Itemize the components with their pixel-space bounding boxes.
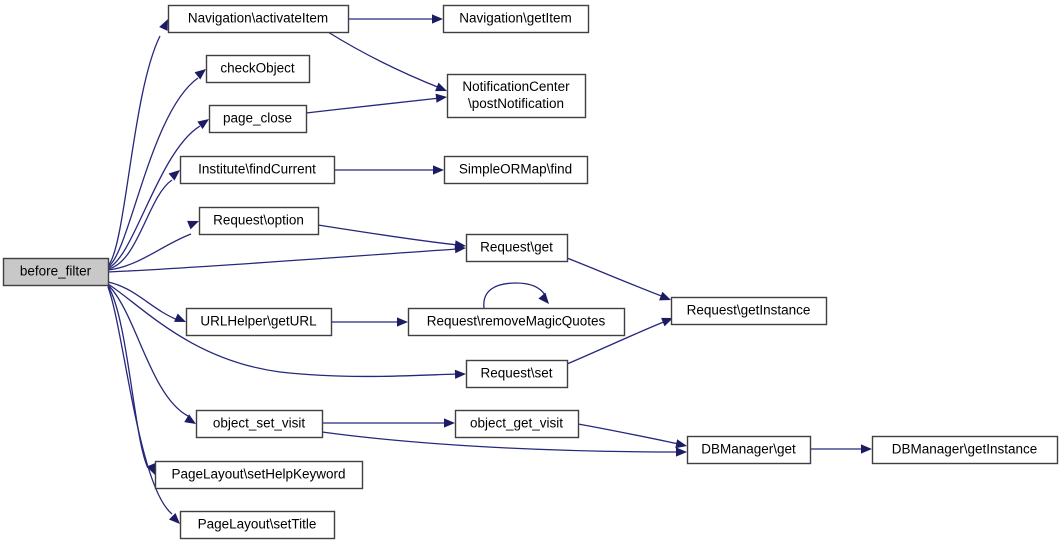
node-simpleormap_find[interactable]: SimpleORMap\find <box>443 155 589 185</box>
edge-object_set_visit-to-object_get_visit <box>322 418 455 428</box>
node-nav_activate[interactable]: Navigation\activateItem <box>167 4 350 34</box>
node-page_close[interactable]: page_close <box>208 104 308 134</box>
edge-nav_activate-to-nav_getitem <box>348 14 443 24</box>
node-notification_center[interactable]: NotificationCenter\postNotification <box>446 73 587 119</box>
node-box[interactable] <box>446 73 587 119</box>
node-before_filter[interactable]: before_filter <box>2 257 110 287</box>
node-dbmanager_getinstance[interactable]: DBManager\getInstance <box>871 435 1059 465</box>
nodes-layer: before_filter Navigation\activateItem Navi… <box>2 4 1059 540</box>
node-box[interactable] <box>2 257 110 287</box>
node-box[interactable] <box>167 4 350 34</box>
edge-before_filter-to-pagelayout_sethelpkeyword <box>107 285 156 475</box>
node-check_object[interactable]: checkObject <box>205 54 311 84</box>
node-box[interactable] <box>454 409 580 439</box>
node-box[interactable] <box>465 233 569 263</box>
node-nav_getitem[interactable]: Navigation\getItem <box>442 4 590 34</box>
edge-before_filter-to-request_option <box>107 220 199 271</box>
edge-urlhelper_geturl-to-request_removemagicquotes <box>331 317 408 327</box>
node-institute_findcurrent[interactable]: Institute\findCurrent <box>179 155 336 185</box>
edge-dbmanager_get-to-dbmanager_getinstance <box>810 444 872 454</box>
edge-before_filter-to-institute_findcurrent <box>107 170 180 270</box>
node-box[interactable] <box>442 4 590 34</box>
node-urlhelper_geturl[interactable]: URLHelper\getURL <box>185 307 333 337</box>
node-box[interactable] <box>195 409 324 439</box>
node-box[interactable] <box>686 435 812 465</box>
node-box[interactable] <box>208 104 308 134</box>
node-pagelayout_settitle[interactable]: PageLayout\setTitle <box>179 510 336 540</box>
node-box[interactable] <box>185 307 333 337</box>
edge-request_get-to-request_getinstance <box>566 257 671 301</box>
node-dbmanager_get[interactable]: DBManager\get <box>686 435 812 465</box>
node-pagelayout_sethelpkeyword[interactable]: PageLayout\setHelpKeyword <box>154 460 364 490</box>
node-box[interactable] <box>871 435 1059 465</box>
edge-before_filter-to-request_set <box>107 283 466 379</box>
node-request_removemagicquotes[interactable]: Request\removeMagicQuotes <box>407 307 626 337</box>
node-box[interactable] <box>179 510 336 540</box>
edge-page_close-to-notification_center <box>305 93 447 114</box>
edge-request_option-to-request_get <box>317 224 466 250</box>
edge-before_filter-to-urlhelper_geturl <box>107 281 186 322</box>
edge-institute_findcurrent-to-simpleormap_find <box>334 165 444 175</box>
node-request_option[interactable]: Request\option <box>198 206 320 236</box>
edge-object_set_visit-to-dbmanager_get <box>321 431 687 457</box>
edge-request_removemagicquotes-to-request_removemagicquotes <box>483 282 549 309</box>
node-box[interactable] <box>670 296 828 326</box>
node-request_set[interactable]: Request\set <box>465 359 569 389</box>
node-box[interactable] <box>407 307 626 337</box>
edge-before_filter-to-check_object <box>107 69 206 268</box>
node-request_getinstance[interactable]: Request\getInstance <box>670 296 828 326</box>
node-box[interactable] <box>198 206 320 236</box>
node-box[interactable] <box>205 54 311 84</box>
edge-before_filter-to-object_set_visit <box>107 284 196 424</box>
node-request_get[interactable]: Request\get <box>465 233 569 263</box>
edge-nav_activate-to-notification_center <box>327 31 447 92</box>
node-object_get_visit[interactable]: object_get_visit <box>454 409 580 439</box>
node-box[interactable] <box>465 359 569 389</box>
node-box[interactable] <box>179 155 336 185</box>
edge-before_filter-to-nav_activate <box>107 19 168 267</box>
edge-object_get_visit-to-dbmanager_get <box>577 423 687 449</box>
edges-layer <box>107 14 872 524</box>
edge-request_set-to-request_getinstance <box>566 317 673 365</box>
edge-before_filter-to-page_close <box>107 119 209 269</box>
edge-before_filter-to-pagelayout_settitle <box>107 286 180 524</box>
node-box[interactable] <box>443 155 589 185</box>
node-box[interactable] <box>154 460 364 490</box>
node-object_set_visit[interactable]: object_set_visit <box>195 409 324 439</box>
